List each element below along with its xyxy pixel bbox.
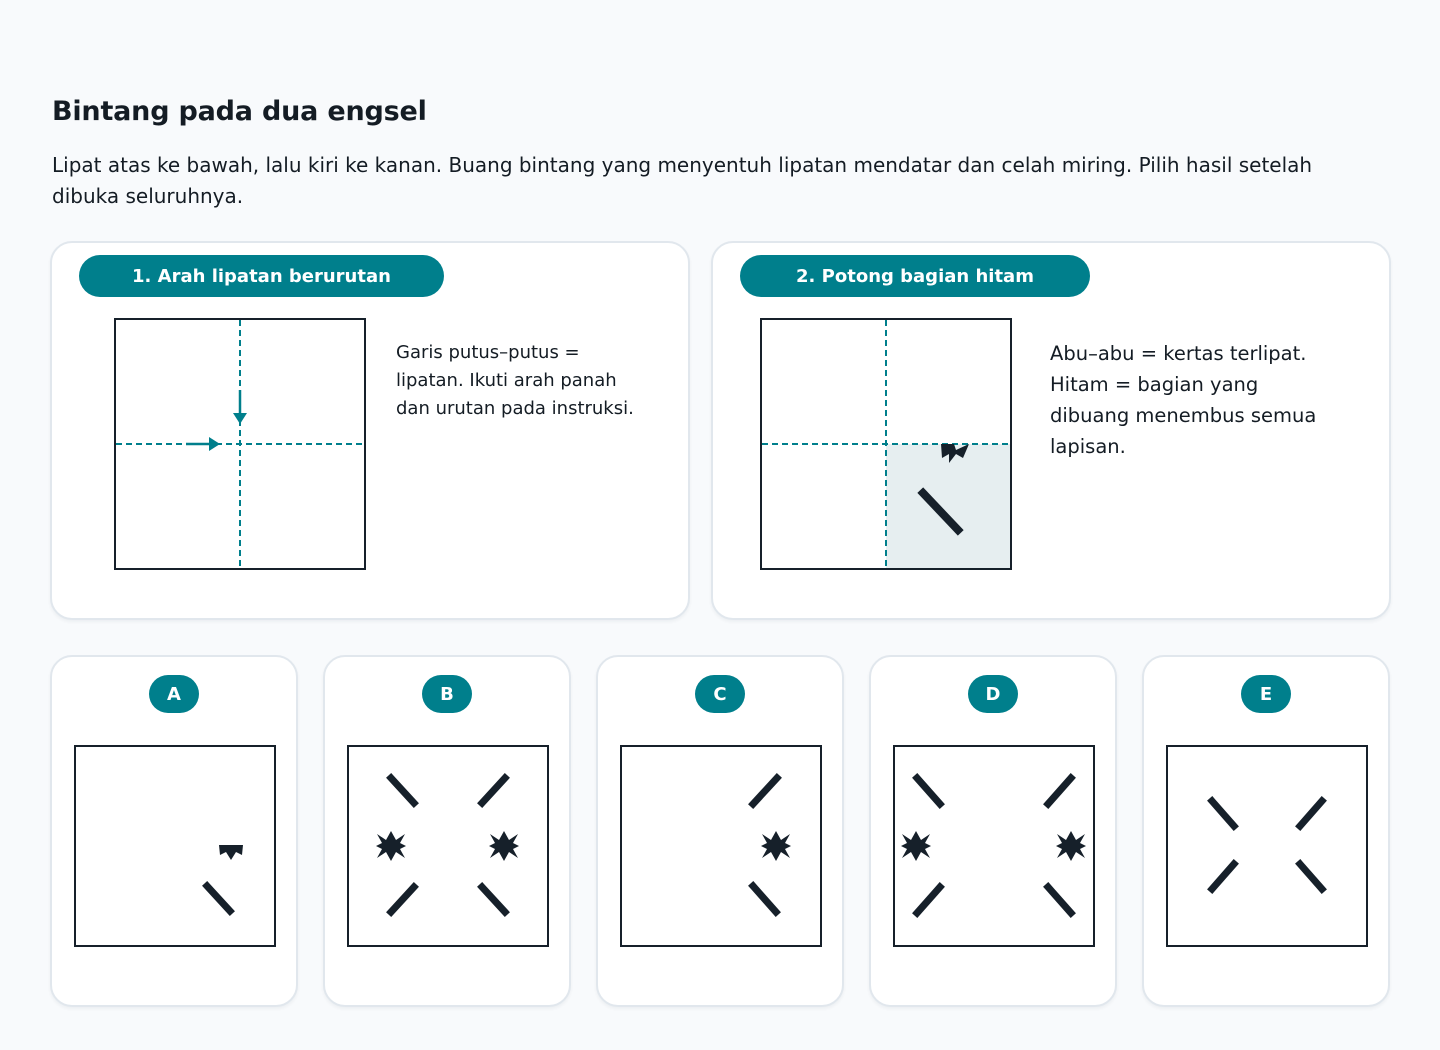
option-e-diagram: [1166, 745, 1368, 947]
option-badge-e: E: [1241, 675, 1291, 713]
cut-star-half: [941, 444, 969, 463]
option-badge-a: A: [149, 675, 199, 713]
option-badge-b: B: [422, 675, 472, 713]
fold-diagram: [114, 318, 366, 570]
option-card-b[interactable]: B: [323, 655, 571, 1007]
cut-diagram: [760, 318, 1012, 570]
option-a-diagram: [74, 745, 276, 947]
option-e-slit-tl: [1207, 796, 1239, 831]
cut-heading: 2. Potong bagian hitam: [740, 255, 1090, 297]
option-card-c[interactable]: C: [596, 655, 844, 1007]
fold-direction-heading: 1. Arah lipatan berurutan: [79, 255, 444, 297]
option-b-slit-br: [477, 882, 510, 917]
folded-quadrant: [886, 444, 1010, 568]
option-c-diagram: [620, 745, 822, 947]
page-title: Bintang pada dua engsel: [52, 96, 427, 127]
instructions-text: Lipat atas ke bawah, lalu kiri ke kanan.…: [52, 153, 1313, 208]
option-e-slit-tr: [1295, 796, 1327, 831]
cut-description: Abu–abu = kertas terlipat. Hitam = bagia…: [1050, 342, 1317, 458]
option-card-d[interactable]: D: [869, 655, 1117, 1007]
option-card-a[interactable]: A: [50, 655, 298, 1007]
option-d-diagram: [893, 745, 1095, 947]
option-d-slit-tl: [912, 773, 945, 809]
option-b-slit-tr: [477, 773, 510, 808]
cut-slit: [917, 487, 964, 536]
option-c-slit-bottom: [748, 881, 781, 917]
option-c-slit-top: [748, 773, 782, 809]
option-e-slit-bl: [1207, 859, 1239, 894]
option-d-slit-br: [1043, 882, 1076, 918]
option-badge-d: D: [968, 675, 1018, 713]
option-a-star-half: [219, 845, 243, 860]
option-e-slit-br: [1295, 859, 1327, 894]
arrow-down-icon: [233, 390, 247, 424]
option-b-slit-bl: [386, 882, 419, 917]
option-b-diagram: [347, 745, 549, 947]
option-d-slit-tr: [1043, 773, 1076, 809]
fold-direction-panel: 1. Arah lipatan berurutan Garis putus–pu…: [50, 241, 690, 620]
option-b-slit-tl: [386, 773, 419, 808]
option-card-e[interactable]: E: [1142, 655, 1390, 1007]
option-d-slit-bl: [912, 882, 945, 918]
option-badge-c: C: [695, 675, 745, 713]
option-a-slit: [202, 881, 235, 916]
cut-panel: 2. Potong bagian hitam Abu–abu = kertas …: [711, 241, 1391, 620]
arrow-right-icon: [186, 437, 220, 451]
fold-direction-description: Garis putus–putus = lipatan. Ikuti arah …: [396, 342, 634, 419]
